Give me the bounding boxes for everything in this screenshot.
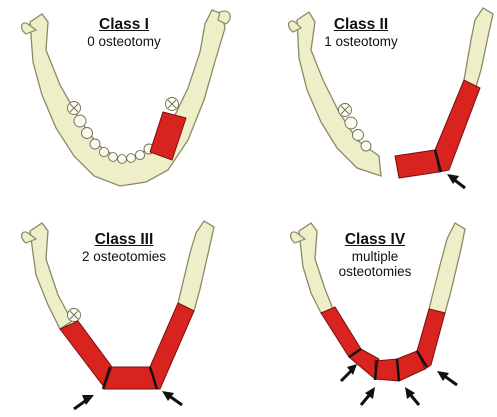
osteotomy-arrow-right <box>162 391 182 405</box>
osteotomy-arrow-3 <box>405 387 419 405</box>
osteotomy-arrow-4 <box>437 371 457 385</box>
graft-segment-middle <box>104 367 156 389</box>
class-subtitle-line2: osteotomies <box>315 264 435 280</box>
graft-segment-right <box>150 303 194 389</box>
osteotomy-arrow <box>447 174 465 188</box>
class-subtitle: 0 osteotomy <box>50 34 198 50</box>
caption-class-iv: Class IV multiple osteotomies <box>315 231 435 280</box>
class-subtitle: 1 osteotomy <box>287 34 435 50</box>
graft-segment-1 <box>321 307 361 357</box>
graft-segment-posterior <box>435 80 480 172</box>
class-title: Class II <box>287 16 435 34</box>
ramus-right <box>464 8 493 90</box>
panel-class-iv: Class IV multiple osteotomies <box>249 209 497 417</box>
osteotomy-arrow-2 <box>361 387 375 405</box>
graft-segment-3 <box>375 359 399 381</box>
osteotomy-arrow-left <box>74 395 94 409</box>
class-title: Class IV <box>315 231 435 249</box>
tooth-marker <box>70 100 176 112</box>
panel-class-i: Class I 0 osteotomy <box>0 0 248 208</box>
osteotomy-arrow-1 <box>341 364 357 381</box>
caption-class-i: Class I 0 osteotomy <box>50 16 198 49</box>
class-subtitle-line1: multiple <box>315 249 435 265</box>
class-title: Class I <box>50 16 198 34</box>
caption-class-ii: Class II 1 osteotomy <box>287 16 435 49</box>
graft-segment-5 <box>417 309 445 369</box>
caption-class-iii: Class III 2 osteotomies <box>50 231 198 264</box>
graft-segment-anterior <box>395 150 439 178</box>
class-title: Class III <box>50 231 198 249</box>
class-subtitle: 2 osteotomies <box>50 249 198 265</box>
graft-segment-left <box>60 321 112 387</box>
panel-class-iii: Class III 2 osteotomies <box>0 209 248 417</box>
panel-class-ii: Class II 1 osteotomy <box>249 0 497 208</box>
